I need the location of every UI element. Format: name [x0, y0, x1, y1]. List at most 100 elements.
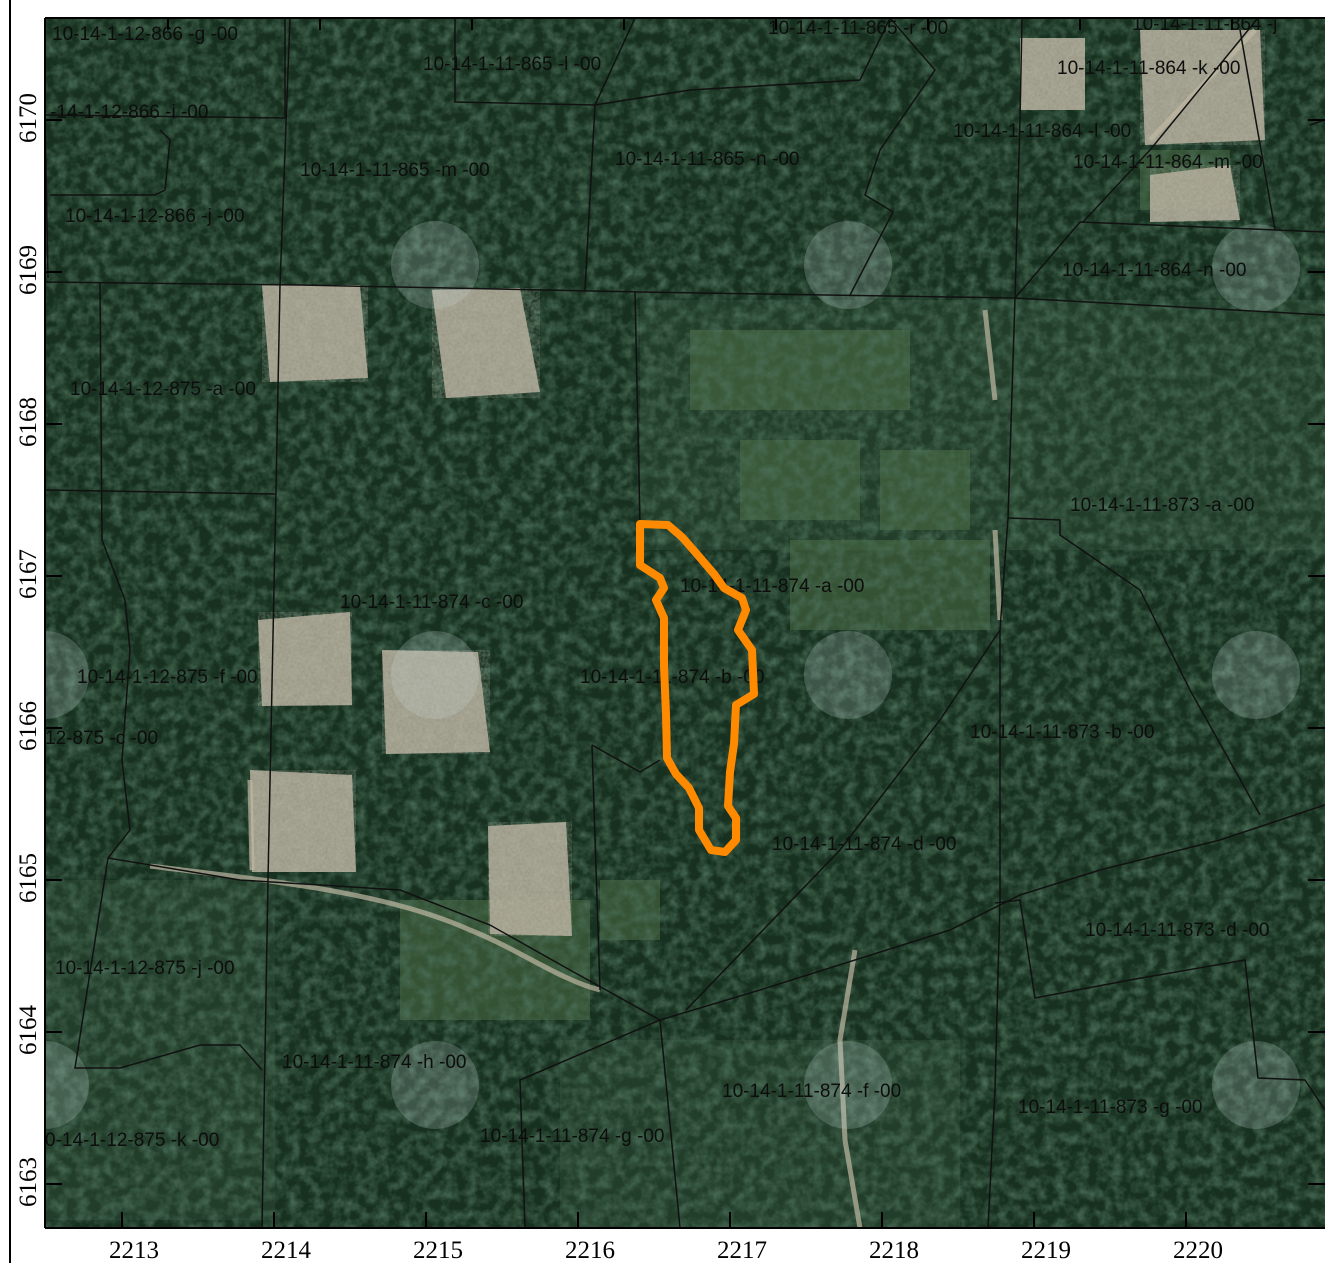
haze-spot [804, 1041, 892, 1129]
parcel-boundary [45, 489, 277, 495]
track [247, 779, 255, 871]
y-tick-label: 6166 [15, 701, 42, 751]
parcel-boundary [1239, 29, 1276, 231]
parcel-boundary [519, 1019, 661, 1228]
parcel-boundary [987, 630, 1001, 1228]
x-tick-label: 2214 [261, 1237, 312, 1263]
parcel-boundary [74, 281, 263, 1071]
haze-spot [1212, 1041, 1300, 1129]
parcel-boundary [659, 804, 1325, 1021]
parcel-label: 10-14-1-12-875 -f -00 [77, 667, 258, 688]
track [982, 309, 998, 401]
haze-spot [804, 631, 892, 719]
parcel-label: 10-14-1-11-874 -g -00 [480, 1126, 664, 1147]
parcel-label: 10-14-1-11-874 -c -00 [340, 592, 523, 613]
parcel-label: 10-14-1-11-874 -a -00 [680, 576, 864, 597]
clearcut-texture [258, 612, 352, 706]
parcel-boundary [1007, 517, 1261, 816]
x-tick-label: 2218 [869, 1237, 919, 1263]
haze-spots [45, 221, 1300, 1129]
parcel-boundary [994, 899, 1325, 1111]
parcel-boundary [45, 18, 286, 119]
haze-spot [1212, 224, 1300, 312]
parcel-label: 10-14-1-11-873 -b -00 [970, 722, 1154, 743]
parcel-boundary [659, 1019, 681, 1228]
parcel-boundary [591, 744, 601, 991]
parcel-boundary [685, 629, 1001, 1011]
parcel-label: 10-14-1-11-874 -b -00 [580, 667, 764, 688]
parcel-label: 10-14-1-11-864 -l -00 [953, 121, 1131, 142]
x-tick-label: 2215 [413, 1237, 463, 1263]
clearcut-texture [262, 285, 368, 382]
forest-tracks [149, 28, 1257, 1228]
y-tick-label: 6170 [15, 93, 42, 143]
map-border [9, 0, 1325, 1263]
parcel-label: 10-14-1-11-873 -a -00 [1070, 495, 1254, 516]
clearcut-texture [1020, 38, 1085, 110]
x-tick-label: 2220 [1173, 1237, 1223, 1263]
parcel-label: 10-14-1-11-864 -k -00 [1057, 58, 1240, 79]
parcel-label: 10-14-1-12-875 -j -00 [55, 958, 235, 979]
parcel-boundary [594, 18, 636, 106]
y-tick-label: 6165 [15, 853, 42, 903]
haze-spot [1212, 631, 1300, 719]
haze-spot [45, 631, 89, 719]
clearcut-texture [488, 822, 572, 936]
parcel-boundary [591, 744, 661, 773]
parcel-label: 12-875 -c -00 [45, 728, 158, 749]
parcel-boundary [584, 104, 596, 291]
x-tick-label: 2217 [717, 1237, 767, 1263]
y-tick-label: 6168 [15, 397, 42, 447]
parcel-label: 10-14-1-11-874 -h -00 [282, 1052, 466, 1073]
parcel-boundary [45, 281, 1325, 316]
haze-spot [45, 1041, 89, 1129]
parcel-label: 10-14-1-11-873 -d -00 [1085, 920, 1269, 941]
y-tick-label: 6167 [15, 549, 42, 599]
haze-spot [391, 1041, 479, 1129]
x-axis: 2213 2214 2215 2216 2217 2218 2219 2220 [109, 18, 1233, 1263]
y-tick-label: 6163 [15, 1157, 42, 1207]
parcel-label: 10-14-1-11-864 -j [1132, 14, 1277, 35]
parcel-label: 10-14-1-12-875 -a -00 [70, 379, 256, 400]
canopy-texture [45, 18, 1325, 1228]
highlighted-parcel-outline[interactable] [636, 520, 758, 856]
clearcut-texture [382, 650, 490, 754]
x-tick-label: 2213 [109, 1237, 159, 1263]
parcel-label: 10-14-1-11-874 -d -00 [772, 834, 956, 855]
y-axis: 6170 6169 6168 6167 6166 6165 6164 6163 [15, 93, 1325, 1207]
haze-spot [391, 221, 479, 309]
parcel-label: 10-14-1-11-874 -f -00 [722, 1081, 901, 1102]
clearcut-texture [1150, 165, 1240, 222]
y-tick-label: 6169 [15, 245, 42, 295]
parcel-boundary [634, 291, 641, 525]
parcel-boundary [849, 18, 936, 296]
haze-spot [804, 221, 892, 309]
parcel-label: 0-14-1-12-875 -k -00 [45, 1130, 219, 1151]
parcel-label: 10-14-1-11-864 -m -00 [1073, 152, 1263, 173]
parcel-boundary [107, 857, 661, 1021]
clearcut-texture [250, 770, 356, 872]
parcel-boundary [1014, 18, 1023, 299]
parcel-label: 10-14-1-11-864 -n -00 [1062, 260, 1246, 281]
track [992, 529, 1003, 621]
x-tick-label: 2216 [565, 1237, 615, 1263]
parcel-label: -14-1-12-866 -i -00 [50, 102, 208, 123]
track [149, 863, 601, 993]
parcel-boundaries [45, 18, 1325, 1228]
parcel-boundary [1082, 18, 1259, 223]
parcel-boundary [454, 18, 891, 106]
clearcut-texture [432, 288, 540, 398]
y-tick-label: 6164 [15, 1005, 42, 1056]
parcel-label: 10-14-1-12-866 -j -00 [65, 206, 245, 227]
track [837, 949, 863, 1228]
parcel-label: 10-14-1-11-865 -l -00 [423, 54, 601, 75]
x-tick-label: 2219 [1021, 1237, 1071, 1263]
parcel-boundary [261, 18, 291, 1228]
parcel-boundary [50, 129, 171, 196]
parcel-boundary [1014, 221, 1325, 299]
parcel-label: 10-14-1-11-865 -r -00 [768, 18, 948, 39]
parcel-label: 10-14-1-11-873 -g -00 [1018, 1097, 1202, 1118]
